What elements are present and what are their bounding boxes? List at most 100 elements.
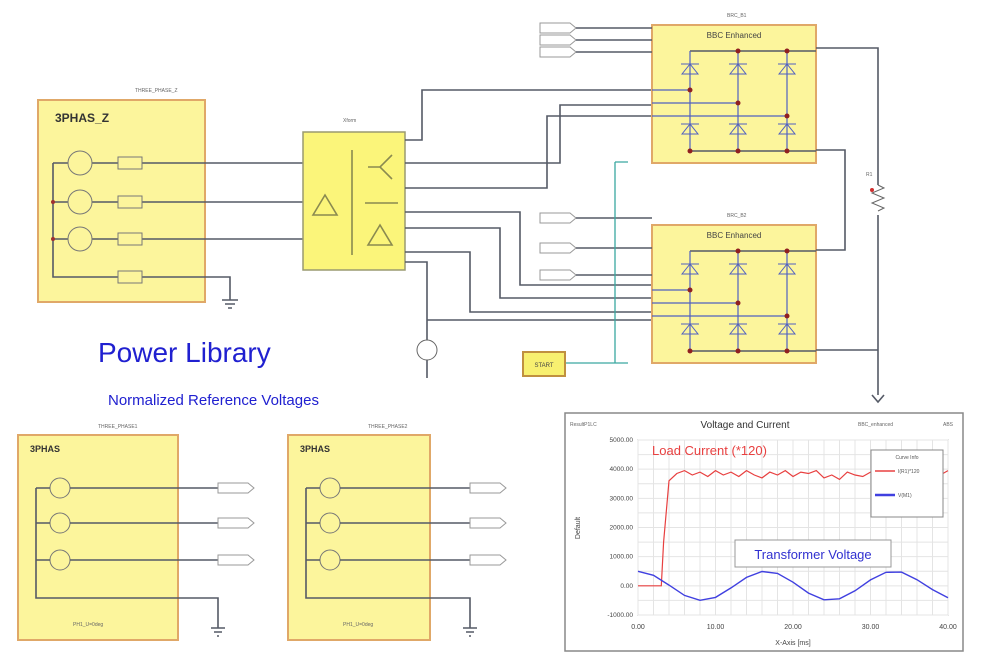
legend-entry-current: I(R1)*120 (898, 469, 920, 475)
gate-signal-label (539, 46, 577, 58)
x-tick-label: 0.00 (631, 624, 645, 631)
thyristor-icon (777, 263, 797, 275)
gate-signal-label (539, 22, 577, 34)
meter-icon (416, 339, 438, 361)
bridge-title: BBC Enhanced (707, 31, 762, 40)
voltage-current-chart: ResultP1LC Voltage and Current BBC_enhan… (564, 412, 964, 652)
ac-source-icon (49, 549, 71, 571)
gate-signal-label (539, 212, 577, 224)
output-label (469, 554, 507, 566)
y-tick-label: 0.00 (620, 583, 633, 590)
output-label (217, 517, 255, 529)
ref-block (17, 434, 179, 641)
y-tick-label: 1000.00 (610, 554, 634, 561)
load-current-annotation: Load Current (*120) (652, 443, 767, 458)
gate-signal-label (539, 242, 577, 254)
transformer-symbols (311, 150, 398, 255)
ac-source-icon (319, 549, 341, 571)
legend-entry-voltage: V(M1) (898, 493, 912, 499)
annotation-box (734, 539, 892, 568)
wye-icon (368, 154, 393, 180)
control-signal-wire (565, 161, 628, 364)
y-tick-label: 3000.00 (610, 495, 634, 502)
page-title: Power Library (98, 337, 271, 368)
control-block[interactable] (522, 351, 566, 377)
ac-source-icon (67, 189, 93, 215)
y-tick-label: -1000.00 (607, 612, 633, 619)
source-block-internals (51, 150, 200, 284)
resistor-icon (117, 232, 143, 246)
ref-block (287, 434, 431, 641)
legend-title: Curve Info (895, 455, 918, 461)
bridge-title: BBC Enhanced (707, 231, 762, 240)
ac-source-icon (67, 226, 93, 252)
page-subtitle: Normalized Reference Voltages (108, 392, 319, 409)
delta-icon (366, 223, 394, 246)
ref-block-name: 3PHAS (30, 444, 60, 454)
chart-header-far-right: ABS (943, 422, 954, 428)
thyristor-icon (728, 63, 748, 75)
thyristor-icon (777, 123, 797, 135)
output-label (469, 517, 507, 529)
thyristor-icon (680, 323, 700, 335)
transformer-block[interactable] (302, 131, 406, 271)
bridge-caption: BRC_B1 (727, 13, 747, 19)
x-tick-label: 30.00 (862, 624, 880, 631)
ref-block-caption: THREE_PHASE2 (368, 424, 408, 430)
thyristor-icon (777, 63, 797, 75)
x-tick-label: 20.00 (784, 624, 802, 631)
ac-source-icon (319, 512, 341, 534)
ac-source-icon (49, 477, 71, 499)
series-line-voltage (637, 570, 949, 602)
bridge-block (651, 224, 817, 364)
ground-icon (211, 627, 225, 637)
thyristor-icon (728, 263, 748, 275)
bridge-block (651, 24, 817, 164)
chart-header-left: ResultP1LC (570, 422, 597, 428)
thyristor-icon (680, 63, 700, 75)
ac-source-icon (319, 477, 341, 499)
output-label (469, 482, 507, 494)
y-tick-label: 4000.00 (610, 466, 634, 473)
ac-source-icon (49, 512, 71, 534)
y-tick-label: 2000.00 (610, 525, 634, 532)
wire (405, 89, 652, 141)
chart-legend[interactable] (870, 449, 944, 518)
resistor-icon (117, 270, 143, 284)
resistor-label: R1 (866, 172, 873, 178)
ref-block-footer: PH1_U=0deg (343, 622, 373, 628)
output-label (217, 554, 255, 566)
source-block-caption: THREE_PHASE_Z (135, 88, 178, 94)
transformer-voltage-annotation: Transformer Voltage (754, 547, 871, 562)
x-axis-label: X-Axis [ms] (775, 640, 810, 647)
transformer-caption: Xform (343, 118, 356, 124)
ref-block-name: 3PHAS (300, 444, 330, 454)
source-block-name: 3PHAS_Z (55, 111, 109, 125)
output-label (217, 482, 255, 494)
resistor-icon (870, 184, 886, 212)
control-block-label: START (534, 363, 553, 369)
thyristor-icon (728, 123, 748, 135)
chart-header-right: BBC_enhanced (858, 422, 893, 428)
y-axis-label: Default (575, 517, 582, 539)
resistor-icon (117, 156, 143, 170)
y-tick-label: 5000.00 (610, 437, 634, 444)
x-tick-label: 10.00 (707, 624, 725, 631)
ground-icon (222, 299, 238, 309)
bridge-caption: BRC_B2 (727, 213, 747, 219)
thyristor-icon (680, 123, 700, 135)
ref-block-footer: PH1_U=0deg (73, 622, 103, 628)
gate-signal-label (539, 34, 577, 46)
thyristor-icon (777, 323, 797, 335)
thyristor-icon (728, 323, 748, 335)
gate-signal-label (539, 269, 577, 281)
dc-bus-wire (816, 47, 879, 395)
reference-voltage-block-2[interactable]: THREE_PHASE2 3PHAS PH1_U=0deg (287, 424, 507, 641)
ac-source-icon (67, 150, 93, 176)
chart-title: Voltage and Current (701, 420, 790, 431)
